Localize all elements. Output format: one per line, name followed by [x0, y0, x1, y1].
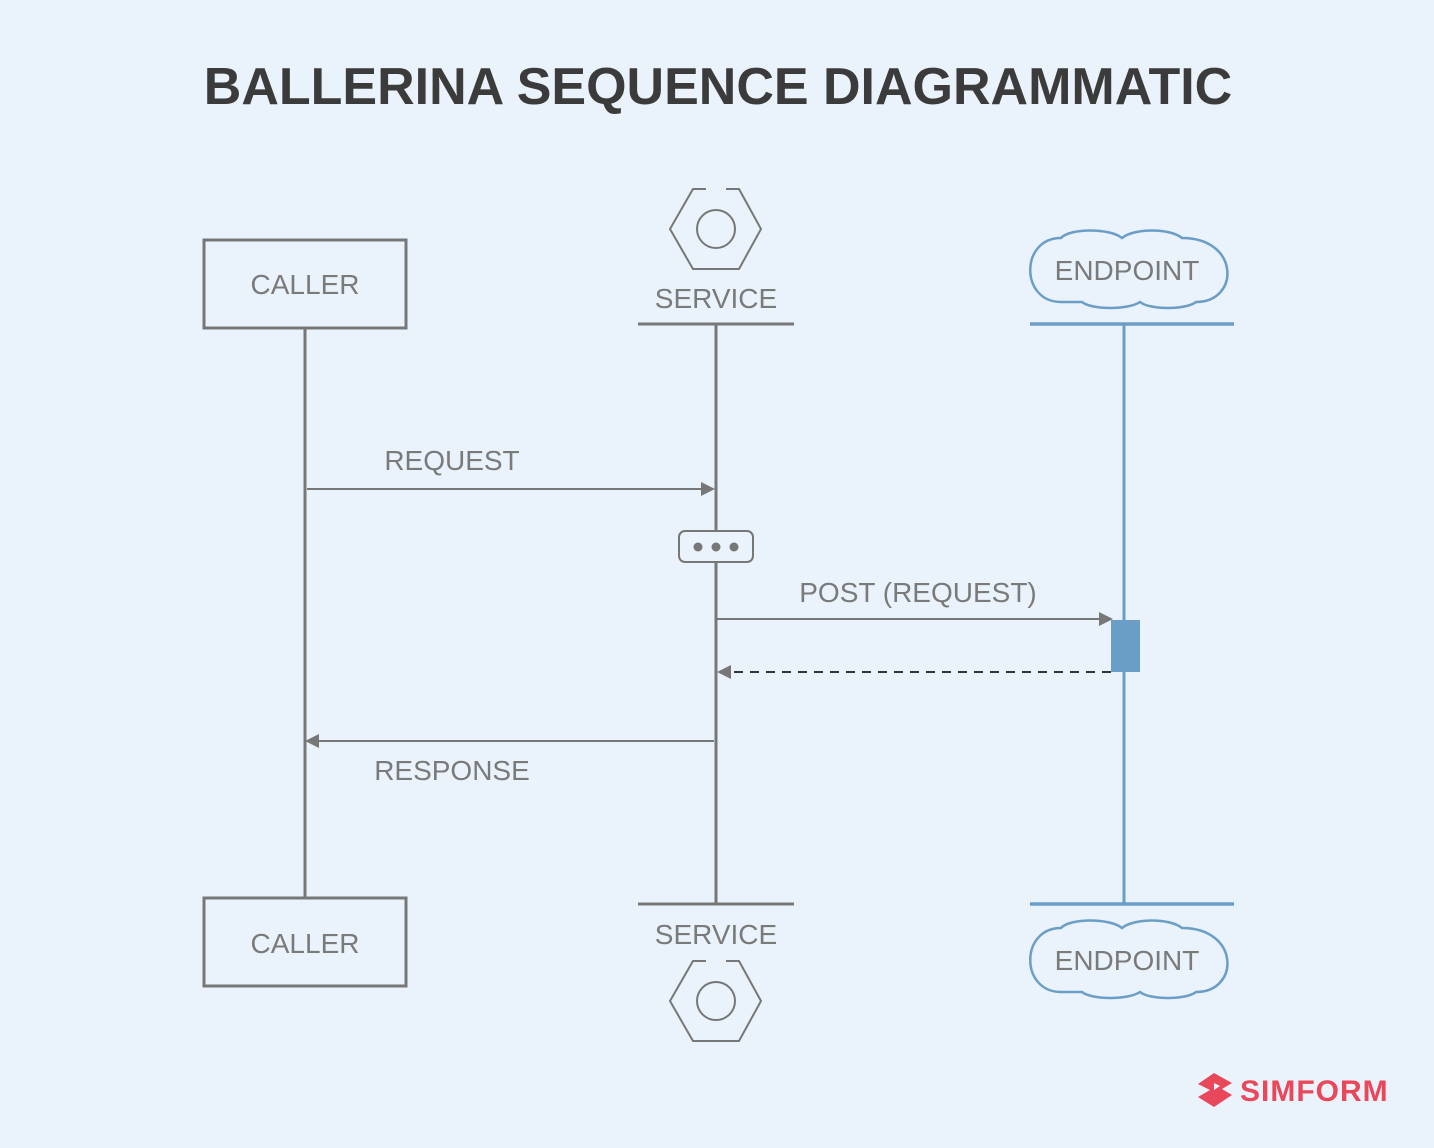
ellipsis-icon: [678, 530, 754, 563]
cloud-icon: [1029, 919, 1229, 1000]
service-label-bottom: SERVICE: [655, 919, 777, 950]
caller-box-bottom: [202, 896, 408, 988]
hexagon-gear-icon: [668, 184, 763, 270]
caller-participant-bottom: CALLER: [202, 896, 408, 988]
simform-logo-icon: [1198, 1073, 1232, 1107]
message-response: RESPONSE: [305, 734, 714, 786]
response-label: RESPONSE: [374, 755, 530, 786]
service-participant-bottom: SERVICE: [638, 902, 794, 1042]
brand-name: SIMFORM: [1240, 1075, 1389, 1108]
endpoint-label-top: ENDPOINT: [1055, 255, 1200, 286]
service-participant-top: SERVICE: [638, 184, 794, 326]
post-request-label: POST (REQUEST): [799, 577, 1037, 608]
endpoint-participant-top: ENDPOINT: [1029, 229, 1234, 326]
cloud-icon: [1029, 229, 1229, 310]
service-label-top: SERVICE: [655, 283, 777, 314]
caller-label-bottom: CALLER: [251, 928, 360, 959]
message-request: REQUEST: [307, 445, 715, 496]
caller-label-top: CALLER: [251, 269, 360, 300]
caller-participant-top: CALLER: [202, 238, 408, 330]
endpoint-activation-bar: [1111, 620, 1140, 672]
hexagon-gear-icon: [668, 956, 763, 1042]
brand-logo: SIMFORM: [1198, 1073, 1389, 1108]
page-title: BALLERINA SEQUENCE DIAGRAMMATIC: [204, 58, 1232, 116]
message-post-request: POST (REQUEST): [717, 577, 1113, 626]
endpoint-participant-bottom: ENDPOINT: [1029, 902, 1234, 1000]
endpoint-label-bottom: ENDPOINT: [1055, 945, 1200, 976]
request-label: REQUEST: [384, 445, 519, 476]
